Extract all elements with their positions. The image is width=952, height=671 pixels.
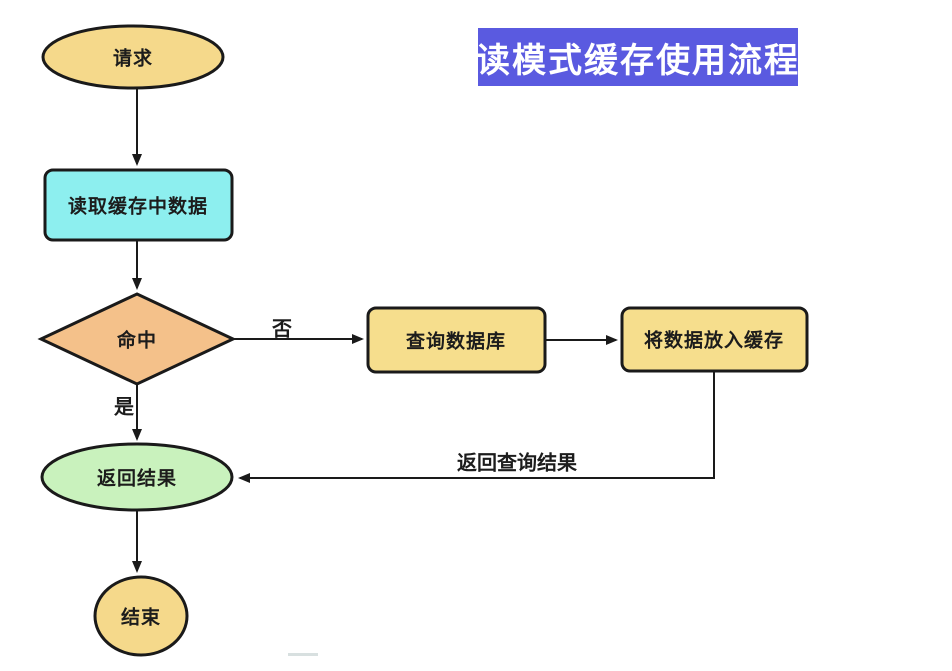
diagram-title: 读模式缓存使用流程: [476, 28, 798, 86]
edge-putcache-to-returnresult: [238, 371, 715, 483]
return-result-label: 返回结果: [96, 468, 178, 490]
return-result-ellipse: [40, 442, 234, 512]
edge-label-yes: 是: [114, 396, 134, 419]
stray-artifact: [288, 653, 318, 656]
read-cache-label: 读取缓存中数据: [67, 196, 209, 218]
read-cache-rect: [43, 168, 234, 242]
query-db-label: 查询数据库: [405, 331, 507, 353]
end-label: 结束: [120, 607, 162, 629]
put-cache-label: 将数据放入缓存: [643, 330, 785, 352]
end-circle: [93, 575, 189, 657]
hit-label: 命中: [116, 330, 158, 352]
edge-label-return-query: 返回查询结果: [457, 452, 577, 475]
edge-label-no: 否: [272, 318, 292, 341]
hit-diamond: [37, 292, 237, 386]
put-cache-rect: [620, 306, 809, 373]
start-ellipse: [41, 24, 225, 90]
start-label: 请求: [112, 48, 154, 70]
query-db-rect: [366, 306, 547, 374]
